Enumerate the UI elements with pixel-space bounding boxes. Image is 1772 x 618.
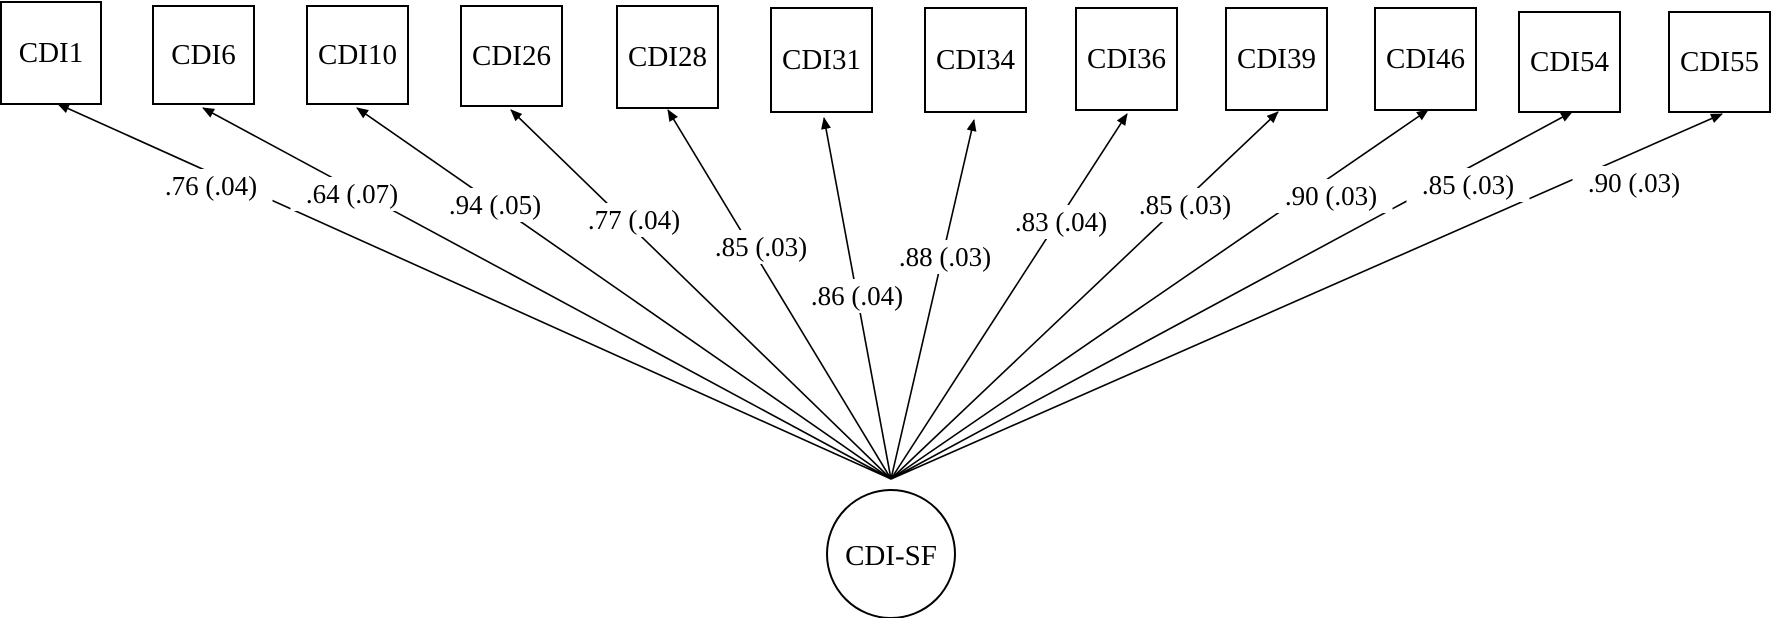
loading-label-background xyxy=(1269,179,1393,213)
indicator-node-cdi1: CDI1 xyxy=(0,1,102,105)
indicator-box xyxy=(0,1,102,105)
path-arrow-cdi39 xyxy=(890,111,1279,480)
loading-label-background xyxy=(1572,166,1696,200)
loading-label-cdi6: .64 (.07) xyxy=(290,177,414,211)
indicator-box xyxy=(770,7,873,113)
indicator-label: CDI55 xyxy=(1680,46,1759,78)
indicator-label: CDI34 xyxy=(936,44,1015,76)
loading-label-background xyxy=(572,203,696,237)
indicator-label: CDI1 xyxy=(19,37,83,69)
indicator-nodes-layer: CDI1 CDI6 CDI10 CDI26 CDI28 CDI31 CDI34 CDI36 CD… xyxy=(0,1,1771,113)
indicator-node-cdi39: CDI39 xyxy=(1225,7,1328,111)
indicator-node-cdi28: CDI28 xyxy=(616,5,719,109)
indicator-box xyxy=(924,7,1027,113)
indicator-box xyxy=(152,5,255,105)
indicator-label: CDI6 xyxy=(171,39,235,71)
indicator-box xyxy=(1668,11,1771,113)
indicator-node-cdi26: CDI26 xyxy=(460,5,563,107)
indicator-label: CDI10 xyxy=(318,39,397,71)
loading-label-cdi28: .85 (.03) xyxy=(699,230,823,264)
loading-label-cdi36: .83 (.04) xyxy=(999,205,1123,239)
indicator-box xyxy=(1075,7,1178,111)
indicator-node-cdi34: CDI34 xyxy=(924,7,1027,113)
loading-value: .90 (.03) xyxy=(1588,168,1680,198)
loading-label-background xyxy=(1123,188,1247,222)
indicator-label: CDI31 xyxy=(782,44,861,76)
latent-factor-label: CDI-SF xyxy=(845,540,937,572)
indicator-box xyxy=(460,5,563,107)
loading-value: .86 (.04) xyxy=(811,281,903,311)
loading-label-background xyxy=(149,169,273,203)
loading-label-background xyxy=(1406,168,1530,202)
loading-label-cdi26: .77 (.04) xyxy=(572,203,696,237)
indicator-box xyxy=(1374,7,1477,111)
loading-value: .76 (.04) xyxy=(165,171,257,201)
loading-label-background xyxy=(290,177,414,211)
loading-value: .88 (.03) xyxy=(899,242,991,272)
path-arrow-cdi26 xyxy=(510,109,892,480)
path-arrow-cdi54 xyxy=(890,111,1573,480)
indicator-node-cdi36: CDI36 xyxy=(1075,7,1178,111)
indicator-box xyxy=(1518,11,1621,113)
loading-label-cdi39: .85 (.03) xyxy=(1123,188,1247,222)
indicator-node-cdi10: CDI10 xyxy=(306,5,409,105)
loading-value: .85 (.03) xyxy=(1139,190,1231,220)
path-arrow-cdi1 xyxy=(57,103,892,480)
loading-label-cdi31: .86 (.04) xyxy=(795,279,919,313)
loading-label-cdi54: .85 (.03) xyxy=(1406,168,1530,202)
indicator-label: CDI26 xyxy=(472,40,551,72)
path-arrow-cdi28 xyxy=(667,109,892,480)
loading-label-cdi10: .94 (.05) xyxy=(433,188,557,222)
loading-value: .64 (.07) xyxy=(306,179,398,209)
loading-labels-layer: .76 (.04) .64 (.07) .94 (.05) .77 (.04) .85 … xyxy=(149,166,1696,313)
loading-label-background xyxy=(883,240,1007,274)
indicator-label: CDI46 xyxy=(1386,43,1465,75)
indicator-label: CDI54 xyxy=(1530,46,1609,78)
loading-label-cdi46: .90 (.03) xyxy=(1269,179,1393,213)
loading-value: .90 (.03) xyxy=(1285,181,1377,211)
loading-label-background xyxy=(795,279,919,313)
path-arrow-cdi6 xyxy=(202,107,892,480)
latent-factor: CDI-SF xyxy=(826,489,956,618)
loading-label-cdi55: .90 (.03) xyxy=(1572,166,1696,200)
loading-label-cdi34: .88 (.03) xyxy=(883,240,1007,274)
indicator-node-cdi6: CDI6 xyxy=(152,5,255,105)
path-arrow-cdi10 xyxy=(356,107,892,480)
indicator-label: CDI36 xyxy=(1087,43,1166,75)
indicator-node-cdi46: CDI46 xyxy=(1374,7,1477,111)
indicator-label: CDI39 xyxy=(1237,43,1316,75)
path-arrow-cdi46 xyxy=(890,109,1429,480)
indicator-box xyxy=(616,5,719,109)
latent-factor-circle xyxy=(826,489,956,618)
loading-value: .85 (.03) xyxy=(715,232,807,262)
indicator-node-cdi54: CDI54 xyxy=(1518,11,1621,113)
loading-label-cdi1: .76 (.04) xyxy=(149,169,273,203)
loading-label-background xyxy=(999,205,1123,239)
loading-value: .77 (.04) xyxy=(588,205,680,235)
path-arrow-cdi36 xyxy=(890,113,1128,480)
indicator-node-cdi55: CDI55 xyxy=(1668,11,1771,113)
indicator-label: CDI28 xyxy=(628,41,707,73)
loading-label-background xyxy=(699,230,823,264)
loading-value: .85 (.03) xyxy=(1422,170,1514,200)
indicator-node-cdi31: CDI31 xyxy=(770,7,873,113)
path-arrow-cdi34 xyxy=(890,119,977,480)
indicator-box xyxy=(306,5,409,105)
loading-value: .83 (.04) xyxy=(1015,207,1107,237)
loading-value: .94 (.05) xyxy=(449,190,541,220)
indicator-box xyxy=(1225,7,1328,111)
loading-label-background xyxy=(433,188,557,222)
